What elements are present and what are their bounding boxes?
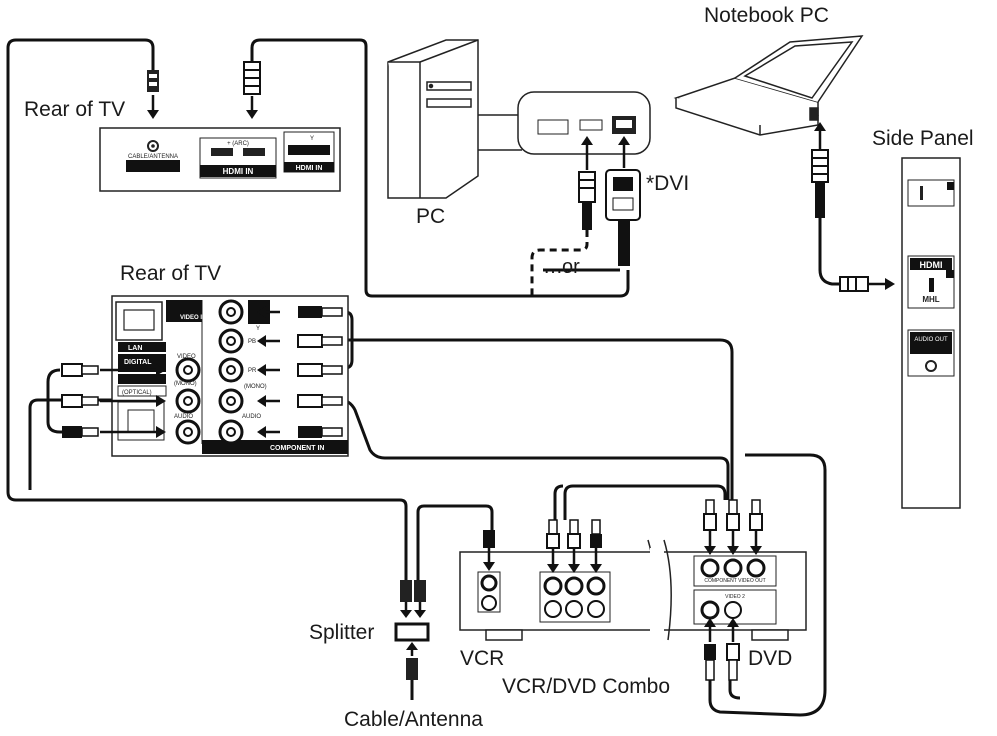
- pb-label: PB: [248, 339, 256, 345]
- plug-hdmi-top: [243, 61, 261, 119]
- rca-jacks: [175, 299, 244, 445]
- video-in-header: VIDEO IN: [180, 315, 206, 321]
- rca-plugs-right: [257, 306, 343, 438]
- dvd-label: DVD: [748, 647, 793, 670]
- vcr-dvd-plugs: [483, 499, 763, 681]
- splitter: [394, 580, 430, 700]
- plug-hdmi-pc: [578, 136, 596, 230]
- side-panel-label: Side Panel: [872, 127, 974, 150]
- component-in-label: COMPONENT IN: [270, 445, 324, 452]
- notebook-pc-label: Notebook PC: [704, 4, 829, 27]
- plug-hdmi-side: [839, 276, 895, 292]
- mono-label-left: (MONO): [174, 381, 197, 387]
- pc-rear-panel: [478, 91, 651, 155]
- or-dots: …: [543, 256, 563, 278]
- vcr-label: VCR: [460, 647, 505, 670]
- video-label: VIDEO: [177, 354, 196, 360]
- hdmi-in-label-2: HDMI IN: [296, 165, 323, 172]
- rear-tv-top-panel: Y: [99, 127, 341, 192]
- cable-lines: [6, 38, 840, 717]
- audio-label-left: AUDIO: [174, 414, 193, 420]
- plug-hdmi-notebook: [811, 122, 829, 218]
- lan-label: LAN: [128, 345, 142, 352]
- dashed-cable: [530, 230, 589, 296]
- notebook-pc: [673, 35, 864, 136]
- rear-of-tv-top-label: Rear of TV: [24, 98, 126, 121]
- or-label: or: [562, 256, 580, 278]
- vcr-dvd-unit: [459, 539, 807, 642]
- mhl-label: MHL: [922, 295, 939, 304]
- component-video-out-label: COMPONENT VIDEO OUT: [704, 578, 765, 584]
- vcr-dvd-combo-label: VCR/DVD Combo: [502, 675, 671, 698]
- cable-antenna-port-label: CABLE/ANTENNA: [128, 154, 178, 160]
- splitter-label: Splitter: [309, 621, 375, 644]
- optical-label: (OPTICAL): [122, 390, 152, 396]
- audio-out-label: AUDIO OUT: [914, 337, 948, 343]
- y-label: Y: [256, 326, 260, 332]
- digital-label: DIGITAL: [124, 359, 152, 366]
- pc-tower: [387, 39, 479, 199]
- video2-label: VIDEO 2: [725, 594, 745, 600]
- pr-label: PR: [248, 368, 257, 374]
- pc-label: PC: [416, 205, 446, 228]
- hdmi-in-label: HDMI IN: [223, 167, 254, 176]
- hdmi-side-label: HDMI: [920, 260, 943, 270]
- panel-text: CABLE/ANTENNA + (ARC) HDMI IN HDMI IN LA…: [122, 141, 948, 600]
- side-panel: [901, 157, 961, 509]
- dvi-label: *DVI: [646, 172, 690, 195]
- arc-label: + (ARC): [227, 141, 249, 147]
- rear-of-tv-mid-label: Rear of TV: [120, 262, 222, 285]
- svg-text:Y: Y: [310, 136, 314, 142]
- plug-dvi: [605, 136, 641, 266]
- rca-plugs-left: [61, 363, 166, 438]
- mono-label-right: (MONO): [244, 384, 267, 390]
- audio-label-right: AUDIO: [242, 414, 261, 420]
- plug-antenna-top: [147, 70, 159, 119]
- cable-antenna-label: Cable/Antenna: [344, 708, 483, 731]
